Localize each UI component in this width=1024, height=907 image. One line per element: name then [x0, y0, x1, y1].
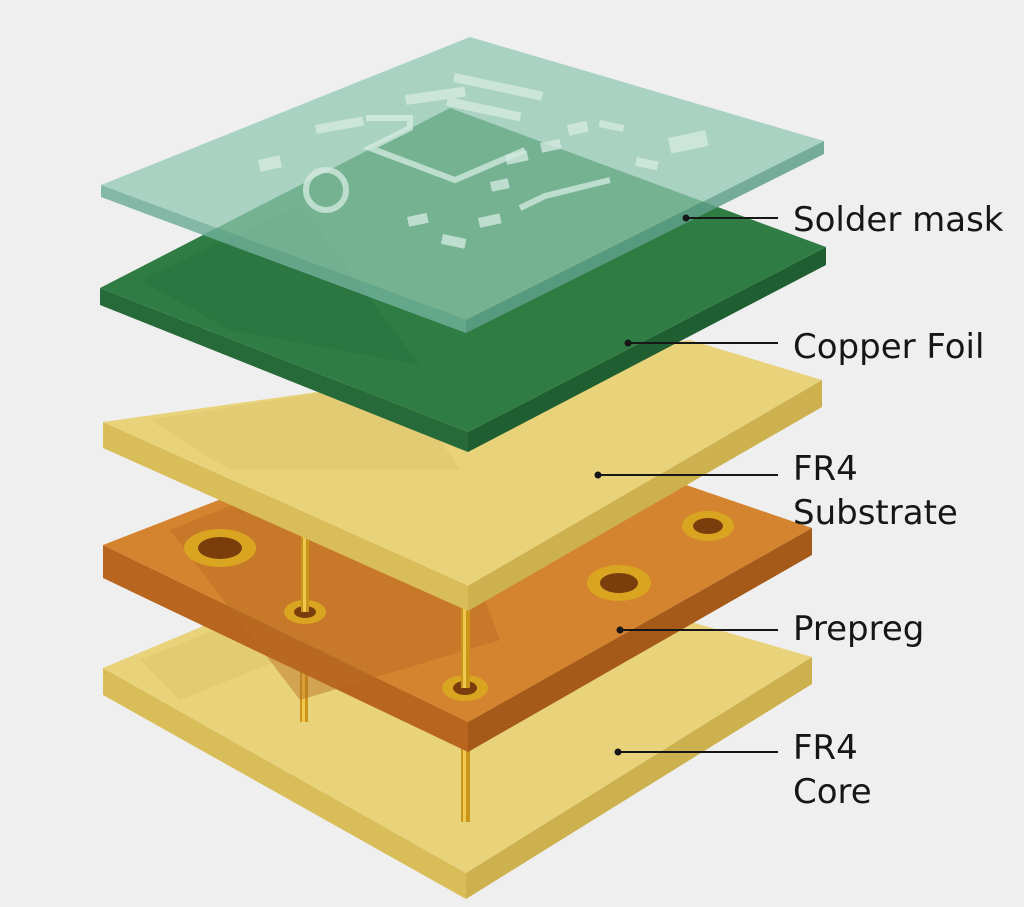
fr4-substrate-board [103, 340, 822, 611]
label-fr4-substrate-line2: Substrate [793, 493, 958, 533]
label-prepreg-line1: Prepreg [793, 609, 925, 649]
solder-mask-board [101, 37, 824, 333]
via-pins-lower [300, 640, 470, 822]
label-prepreg: Prepreg [793, 607, 924, 651]
label-copper-foil-line1: Copper Foil [793, 327, 985, 367]
label-fr4-core-line1: FR4 [793, 728, 858, 768]
via-pad [184, 529, 256, 567]
via-pad [682, 511, 734, 541]
label-solder-mask: Solder mask [793, 198, 1003, 242]
solder-mask-pattern [258, 72, 709, 249]
leader-lines [598, 217, 778, 753]
label-fr4-core-line2: Core [793, 772, 872, 812]
label-solder-mask-line1: Solder mask [793, 200, 1004, 240]
label-fr4-substrate: FR4 Substrate [793, 447, 958, 535]
via-pins-upper [301, 530, 470, 688]
label-fr4-substrate-line1: FR4 [793, 449, 858, 489]
label-fr4-core: FR4 Core [793, 726, 872, 814]
label-copper-foil: Copper Foil [793, 325, 984, 369]
via-pad [587, 565, 651, 601]
